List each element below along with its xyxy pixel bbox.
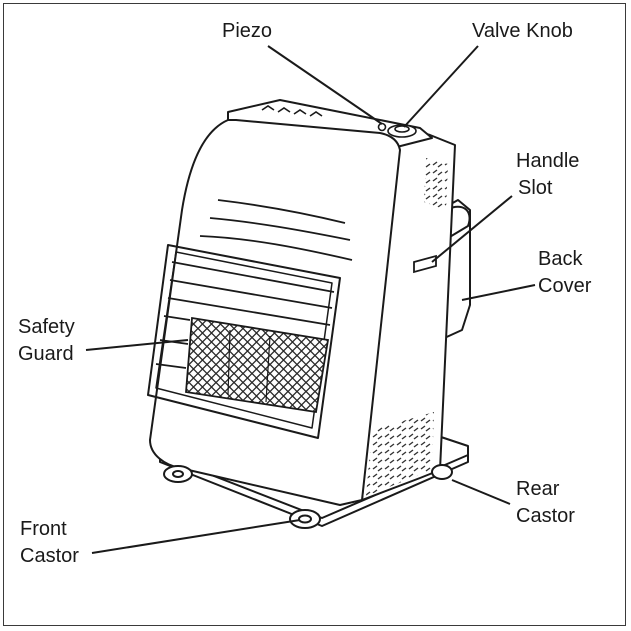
label-valve-knob: Valve Knob xyxy=(472,20,573,42)
label-piezo: Piezo xyxy=(222,20,273,42)
handle-slot-shape xyxy=(413,254,437,274)
label-safety-guard-line2: Guard xyxy=(18,343,74,365)
leader-lines xyxy=(85,45,536,554)
rear-castor xyxy=(431,464,453,480)
rear-castor-leader xyxy=(451,479,511,505)
image-frame xyxy=(3,3,626,626)
piezo-button-shape xyxy=(377,122,387,132)
label-front-castor-line1: Front xyxy=(20,518,67,540)
front-slats xyxy=(155,199,353,369)
upper-side-vents xyxy=(424,158,448,210)
label-handle-slot-line1: Handle xyxy=(516,150,580,172)
back-cover-leader xyxy=(461,284,536,301)
valve-knob-leader xyxy=(403,45,479,128)
label-front-castor-line2: Castor xyxy=(20,545,79,567)
front-castor-leader xyxy=(91,519,301,554)
safety-guard-leader xyxy=(85,339,189,351)
label-rear-castor-line2: Castor xyxy=(516,505,575,527)
label-back-cover-line2: Cover xyxy=(538,275,592,297)
lower-side-vents xyxy=(366,412,434,496)
front-inner-frame xyxy=(147,244,341,439)
castors xyxy=(163,464,453,529)
label-handle-slot-line2: Slot xyxy=(518,177,553,199)
top-controls xyxy=(261,105,417,138)
front-panel xyxy=(149,119,401,506)
label-rear-castor-line1: Rear xyxy=(516,478,560,500)
label-back-cover-line1: Back xyxy=(538,248,583,270)
safety-guard-mesh xyxy=(185,316,330,414)
piezo-leader xyxy=(267,45,383,125)
label-safety-guard-line1: Safety xyxy=(18,316,75,338)
handle-slot-leader xyxy=(431,195,513,263)
